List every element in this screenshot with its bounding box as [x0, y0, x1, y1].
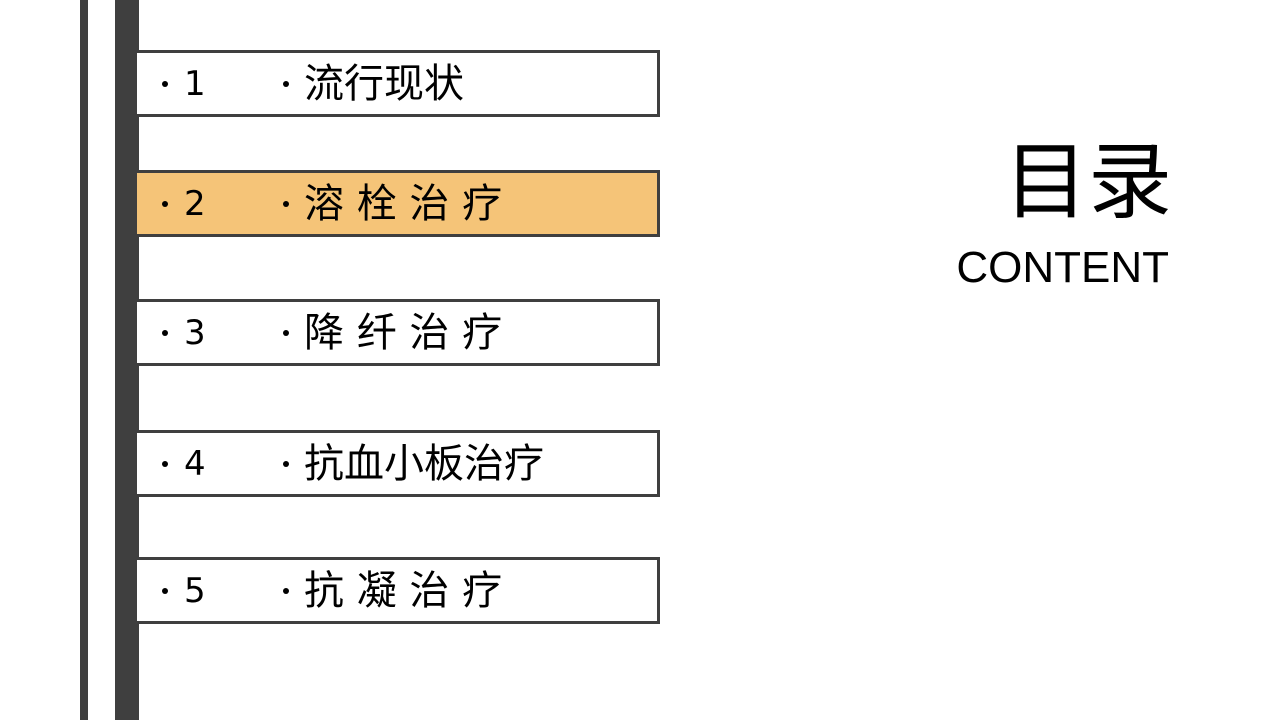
bullet-icon: [283, 587, 289, 594]
menu-item-2[interactable]: 2 溶 栓 治 疗: [134, 170, 660, 237]
menu-item-5[interactable]: 5 抗 凝 治 疗: [134, 557, 660, 624]
menu-item-label: 抗血小板治疗: [304, 440, 544, 487]
bullet-icon: [162, 200, 168, 207]
menu-item-label: 降 纤 治 疗: [304, 309, 503, 356]
bullet-icon: [283, 80, 289, 87]
page-title: 目录: [1003, 133, 1172, 231]
menu-item-number: 3: [184, 312, 206, 353]
menu-item-label: 抗 凝 治 疗: [304, 567, 503, 614]
page-subtitle: CONTENT: [956, 243, 1169, 292]
menu-item-label: 溶 栓 治 疗: [304, 180, 503, 227]
menu-item-4[interactable]: 4 抗血小板治疗: [134, 430, 660, 497]
bullet-icon: [162, 329, 168, 336]
menu-item-number: 5: [184, 570, 206, 611]
menu-item-number: 1: [184, 63, 206, 104]
menu-item-number: 2: [184, 183, 206, 224]
bullet-icon: [283, 329, 289, 336]
menu-item-1[interactable]: 1 流行现状: [134, 50, 660, 117]
bullet-icon: [283, 460, 289, 467]
bullet-icon: [283, 200, 289, 207]
menu-item-label: 流行现状: [304, 60, 464, 107]
bullet-icon: [162, 587, 168, 594]
menu-item-3[interactable]: 3 降 纤 治 疗: [134, 299, 660, 366]
menu-item-number: 4: [184, 443, 206, 484]
bullet-icon: [162, 80, 168, 87]
left-rail-thin: [80, 0, 88, 720]
bullet-icon: [162, 460, 168, 467]
